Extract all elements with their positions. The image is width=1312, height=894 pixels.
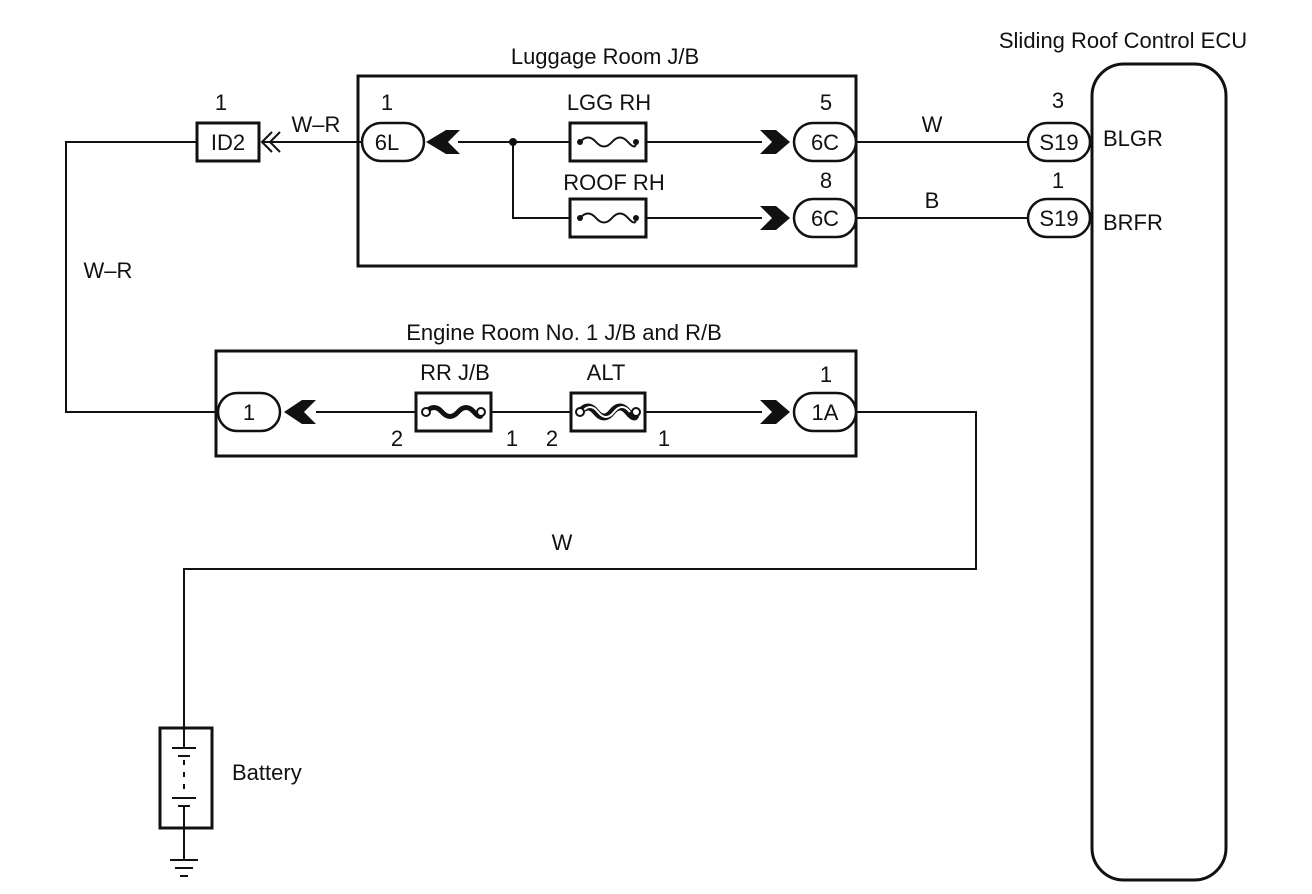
arrow-conn-1 (284, 400, 316, 424)
connector-1 (216, 391, 282, 433)
ground-icon (170, 859, 198, 877)
ecu-pin-blgr-label: BLGR (1103, 126, 1163, 151)
engine-jb-box (214, 349, 858, 458)
arrow-6l (426, 130, 460, 154)
connector-1a-label: 1A (812, 400, 839, 425)
wire-left-loop (65, 141, 218, 413)
connector-id2 (195, 121, 261, 163)
wire-roof-branch (512, 142, 570, 219)
arrow-1a (760, 400, 790, 424)
connector-id2-label: ID2 (211, 130, 245, 155)
arrow-6c-bottom (760, 206, 790, 230)
battery-box (158, 726, 214, 830)
connector-6c-bottom (792, 197, 858, 239)
connector-6c-top-label: 6C (811, 130, 839, 155)
fuse-roof-symbol (579, 212, 637, 224)
fuse-rr-pin-1: 1 (506, 426, 518, 451)
fuse-lgg-symbol (579, 136, 637, 148)
connector-s19-blgr (1026, 121, 1092, 163)
ecu-pin-blgr-num: 3 (1052, 88, 1064, 113)
connector-6l-label: 6L (375, 130, 399, 155)
fuse-roof-label: ROOF RH (563, 170, 664, 195)
luggage-jb-title: Luggage Room J/B (511, 44, 699, 69)
fuse-alt (569, 391, 647, 433)
connector-6l (360, 121, 426, 163)
wire-label-b-brfr: B (925, 188, 940, 213)
wire-label-left: W–R (84, 258, 133, 283)
wire-label-w-blgr: W (922, 112, 943, 137)
conn-6c-bottom-pin: 8 (820, 168, 832, 193)
fuse-alt-pin-2: 2 (546, 426, 558, 451)
junction-dot (509, 138, 517, 146)
id2-chevron (260, 131, 281, 153)
ecu-box (1090, 62, 1228, 882)
connector-s19-blgr-label: S19 (1039, 130, 1078, 155)
conn-6l-pin: 1 (381, 90, 393, 115)
ecu-pin-brfr-num: 1 (1052, 168, 1064, 193)
engine-jb-title: Engine Room No. 1 J/B and R/B (406, 320, 722, 345)
connector-s19-brfr-label: S19 (1039, 206, 1078, 231)
wire-label-id2-6l: W–R (292, 112, 341, 137)
wire-label-battery-feed: W (552, 530, 573, 555)
conn-1a-pin: 1 (820, 362, 832, 387)
arrow-6c-top (760, 130, 790, 154)
battery-label: Battery (232, 760, 302, 785)
wire-battery-feed (183, 411, 977, 728)
fuse-rr-pin-2: 2 (391, 426, 403, 451)
connector-6c-bottom-label: 6C (811, 206, 839, 231)
fuse-rr-jb (414, 391, 493, 433)
connector-s19-brfr (1026, 197, 1092, 239)
conn-6c-top-pin: 5 (820, 90, 832, 115)
fuse-alt-pin-1: 1 (658, 426, 670, 451)
connector-1-label: 1 (243, 400, 255, 425)
ecu-pin-brfr-label: BRFR (1103, 210, 1163, 235)
luggage-jb-box (356, 74, 858, 268)
id2-pin: 1 (215, 90, 227, 115)
fuse-lgg-rh (568, 121, 648, 163)
fuse-rr-symbol (424, 405, 484, 419)
fuse-alt-label: ALT (587, 360, 626, 385)
battery-symbol (172, 728, 196, 828)
fuse-lgg-label: LGG RH (567, 90, 651, 115)
fuse-roof-rh (568, 197, 648, 239)
fuse-rr-label: RR J/B (420, 360, 490, 385)
ecu-title: Sliding Roof Control ECU (999, 28, 1247, 53)
connector-6c-top (792, 121, 858, 163)
connector-1a (792, 391, 858, 433)
